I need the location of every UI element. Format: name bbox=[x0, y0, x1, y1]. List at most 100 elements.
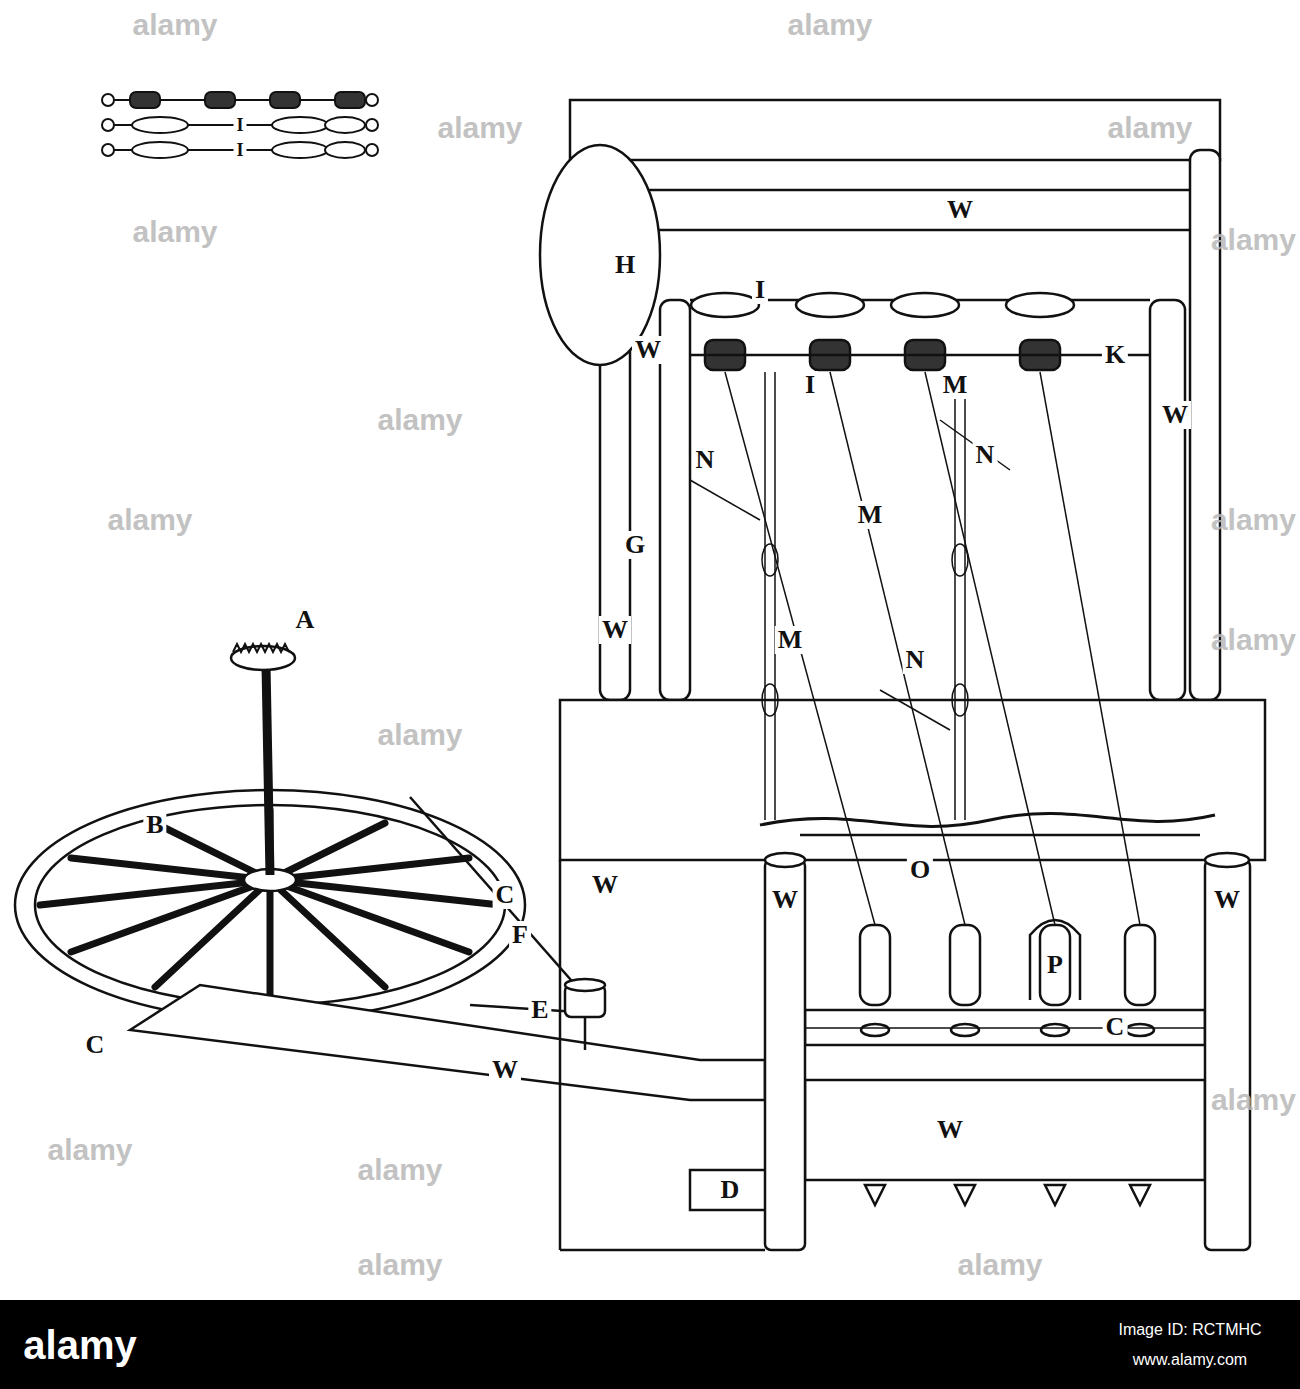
part-letter: G bbox=[622, 531, 648, 559]
drawing-ellipse bbox=[952, 544, 968, 576]
drawing-line bbox=[266, 665, 270, 875]
drawing-rect bbox=[805, 1080, 1205, 1180]
drawing-ellipse bbox=[891, 293, 959, 317]
watermark: alamy bbox=[357, 1250, 442, 1280]
drawing-line bbox=[559, 860, 562, 1250]
drawing-ellipse bbox=[762, 544, 778, 576]
watermark: alamy bbox=[357, 1155, 442, 1185]
drawing-line bbox=[925, 372, 1055, 925]
part-letter: D bbox=[718, 1176, 743, 1204]
part-letter: W bbox=[1211, 886, 1243, 914]
drawing-line bbox=[690, 480, 760, 520]
watermark: alamy bbox=[1211, 225, 1296, 255]
drawing-path bbox=[760, 814, 1215, 827]
drawing-ellipse bbox=[132, 117, 188, 133]
drawing-ellipse bbox=[796, 293, 864, 317]
drawing-ellipse bbox=[861, 1024, 889, 1036]
part-letter: W bbox=[632, 336, 664, 364]
drawing-ellipse bbox=[1126, 1024, 1154, 1036]
drawing-rect bbox=[570, 100, 1220, 160]
drawing-ellipse bbox=[762, 684, 778, 716]
drawing-rect bbox=[205, 92, 235, 108]
drawing-line bbox=[470, 1005, 578, 1012]
watermark: alamy bbox=[47, 1135, 132, 1165]
drawing-rect bbox=[1125, 925, 1155, 1005]
drawing-ellipse bbox=[272, 142, 328, 158]
drawing-rect bbox=[950, 925, 980, 1005]
drawing-rect bbox=[690, 1170, 770, 1210]
stock-url: www.alamy.com bbox=[1133, 1352, 1247, 1368]
drawing-circle bbox=[366, 94, 378, 106]
drawing-circle bbox=[366, 144, 378, 156]
drafting-rollers bbox=[690, 293, 1150, 370]
part-letter: E bbox=[528, 996, 551, 1024]
image-id: Image ID: RCTMHC bbox=[1118, 1322, 1261, 1338]
drawing-circle bbox=[102, 119, 114, 131]
drawing-ellipse bbox=[765, 853, 805, 867]
part-letter: C bbox=[83, 1031, 108, 1059]
drawing-path bbox=[233, 644, 289, 652]
part-letter: N bbox=[693, 446, 718, 474]
stock-bar bbox=[0, 1300, 1300, 1389]
drawing-ellipse bbox=[132, 142, 188, 158]
threads-and-guides bbox=[690, 372, 1215, 925]
part-letter: W bbox=[1159, 401, 1191, 429]
drawing-circle bbox=[366, 119, 378, 131]
watermark: alamy bbox=[787, 10, 872, 40]
stock-logo: alamy bbox=[23, 1325, 136, 1365]
drawing-ellipse bbox=[540, 145, 660, 365]
drawing-line bbox=[880, 690, 950, 730]
part-letter: H bbox=[612, 251, 638, 279]
watermark: alamy bbox=[1211, 1085, 1296, 1115]
watermark: alamy bbox=[107, 505, 192, 535]
drawing-rect bbox=[1040, 925, 1070, 1005]
drawing-rect bbox=[270, 92, 300, 108]
drawing-ellipse bbox=[325, 142, 365, 158]
part-letter: C bbox=[1103, 1013, 1128, 1041]
watermark: alamy bbox=[377, 405, 462, 435]
drawing-line bbox=[774, 372, 776, 820]
drawing-line bbox=[270, 880, 469, 952]
drawing-ellipse bbox=[272, 117, 328, 133]
drawing-line bbox=[270, 880, 385, 987]
part-letter: P bbox=[1044, 951, 1066, 979]
drawing-rect bbox=[630, 190, 1200, 230]
watermark: alamy bbox=[377, 720, 462, 750]
part-letter: F bbox=[509, 921, 531, 949]
part-letter: A bbox=[293, 606, 318, 634]
drawing-ellipse bbox=[1006, 293, 1074, 317]
drawing-ellipse bbox=[691, 293, 759, 317]
part-letter: W bbox=[489, 1056, 521, 1084]
part-letter: W bbox=[589, 871, 621, 899]
drawing-line bbox=[155, 880, 270, 987]
drawing-rect bbox=[805, 1010, 1205, 1045]
part-letter: I bbox=[802, 371, 818, 399]
drawing-line bbox=[267, 880, 274, 1000]
part-letter: N bbox=[903, 646, 928, 674]
drawing-rect bbox=[660, 300, 690, 700]
watermark: alamy bbox=[132, 217, 217, 247]
drawing-ellipse bbox=[952, 684, 968, 716]
drawing-line bbox=[410, 797, 578, 988]
part-letter: M bbox=[855, 501, 886, 529]
drawing-path bbox=[1045, 1185, 1065, 1205]
drawing-line bbox=[764, 372, 766, 820]
drawing-polygon bbox=[130, 985, 765, 1100]
part-letter: W bbox=[944, 196, 976, 224]
drawing-circle bbox=[102, 94, 114, 106]
drawing-line bbox=[805, 1027, 1205, 1029]
spindles bbox=[805, 920, 1205, 1205]
frame-body bbox=[540, 100, 1265, 1250]
drawing-rect bbox=[335, 92, 365, 108]
part-letter: W bbox=[934, 1116, 966, 1144]
drawing-line bbox=[940, 420, 1010, 470]
watermark: alamy bbox=[957, 1250, 1042, 1280]
watermark: alamy bbox=[1211, 625, 1296, 655]
part-letter: C bbox=[493, 881, 518, 909]
drawing-line bbox=[584, 1017, 587, 1050]
part-letter: B bbox=[143, 811, 166, 839]
part-letter: O bbox=[907, 856, 933, 884]
